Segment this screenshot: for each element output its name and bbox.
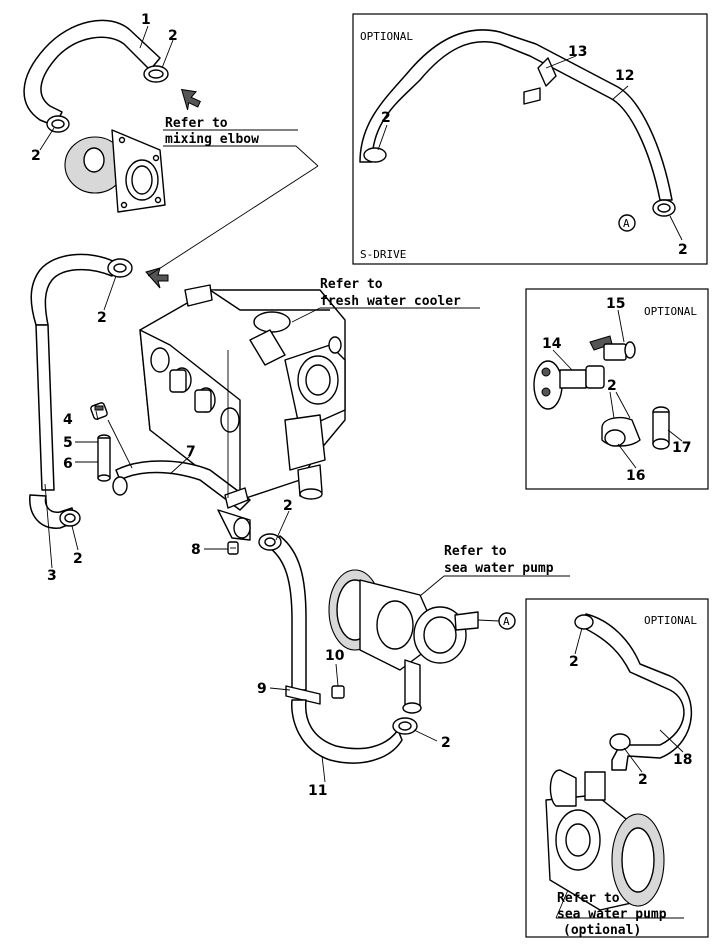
- callout-13: 13: [568, 44, 587, 60]
- callout-8: 8: [191, 542, 201, 558]
- clamp-2-hose-9: [258, 533, 282, 551]
- panel-s-drive: A: [352, 13, 708, 265]
- callout-11: 11: [308, 783, 327, 799]
- sea-water-pump: [328, 569, 479, 714]
- panel-label-s-drive: S-DRIVE: [360, 248, 406, 261]
- callout-3: 3: [47, 568, 57, 584]
- note-sea-water-pump-opt-2: sea water pump: [557, 907, 667, 922]
- callout-2-sdrive-right: 2: [678, 242, 688, 258]
- note-fresh-water-cooler-1: Refer to: [320, 277, 383, 292]
- callout-2-mid: 2: [97, 310, 107, 326]
- heat-exchanger: [139, 284, 346, 501]
- callout-2-lower-left: 2: [73, 551, 83, 567]
- callout-15: 15: [606, 296, 625, 312]
- panel-label-optional-pump: OPTIONAL: [644, 614, 697, 627]
- callout-2-pump-top: 2: [569, 654, 579, 670]
- flow-arrow-center: [145, 267, 169, 289]
- hose-11: [291, 699, 403, 764]
- callout-2-valve: 2: [607, 378, 617, 394]
- callout-14: 14: [542, 336, 562, 352]
- callout-2-left: 2: [31, 148, 41, 164]
- clamp-2-hose-11: [392, 717, 418, 735]
- callout-18: 18: [673, 752, 692, 768]
- clamp-2-top: [143, 65, 169, 83]
- leader-lines: [39, 25, 684, 783]
- callout-16: 16: [626, 468, 645, 484]
- connector-a-main: A: [477, 612, 516, 630]
- hose-9: [269, 535, 321, 705]
- callout-7: 7: [186, 444, 196, 460]
- callout-1: 1: [141, 12, 151, 28]
- panel-label-optional-valve: OPTIONAL: [644, 305, 697, 318]
- callout-5: 5: [63, 435, 73, 451]
- panel-label-optional-sdrive: OPTIONAL: [360, 30, 413, 43]
- mixing-elbow-flange: [64, 129, 166, 213]
- callout-2-sdrive-left: 2: [381, 110, 391, 126]
- hose-1: [23, 19, 161, 127]
- callout-2-hose-11: 2: [441, 735, 451, 751]
- note-mixing-elbow-1: Refer to: [165, 116, 228, 131]
- callout-2-pump-mid: 2: [638, 772, 648, 788]
- note-fresh-water-cooler-2: fresh water cooler: [320, 294, 461, 309]
- note-sea-water-pump-opt-3: (optional): [563, 923, 641, 938]
- connector-a-label: A: [503, 615, 510, 628]
- reference-lines: [147, 129, 570, 597]
- callout-4: 4: [63, 412, 73, 428]
- panel-optional-pump: [525, 598, 709, 938]
- part-5-6-pipe: [97, 434, 111, 482]
- clamp-2-mid: [107, 258, 133, 278]
- bolt-10: [331, 685, 345, 699]
- note-sea-water-pump-opt-1: Refer to: [557, 891, 620, 906]
- hose-3: [29, 253, 116, 529]
- bolt-8: [227, 541, 239, 555]
- note-mixing-elbow-2: mixing elbow: [165, 132, 259, 147]
- part-4-plug: [90, 402, 108, 420]
- callout-12: 12: [615, 68, 634, 84]
- note-sea-water-pump-1: Refer to: [444, 544, 507, 559]
- clamp-2-left: [46, 115, 70, 133]
- note-sea-water-pump-2: sea water pump: [444, 561, 554, 576]
- callout-17: 17: [672, 440, 691, 456]
- clamp-2-lower-left: [59, 509, 81, 527]
- callout-10: 10: [325, 648, 345, 664]
- callout-6: 6: [63, 456, 73, 472]
- flow-arrow-top: [180, 88, 201, 111]
- callout-2-hose-9: 2: [283, 498, 293, 514]
- connector-a-label-2: A: [623, 217, 630, 230]
- bracket-7: [217, 487, 251, 541]
- callout-9: 9: [257, 681, 267, 697]
- callout-2-top: 2: [168, 28, 178, 44]
- panel-valve: [525, 288, 709, 490]
